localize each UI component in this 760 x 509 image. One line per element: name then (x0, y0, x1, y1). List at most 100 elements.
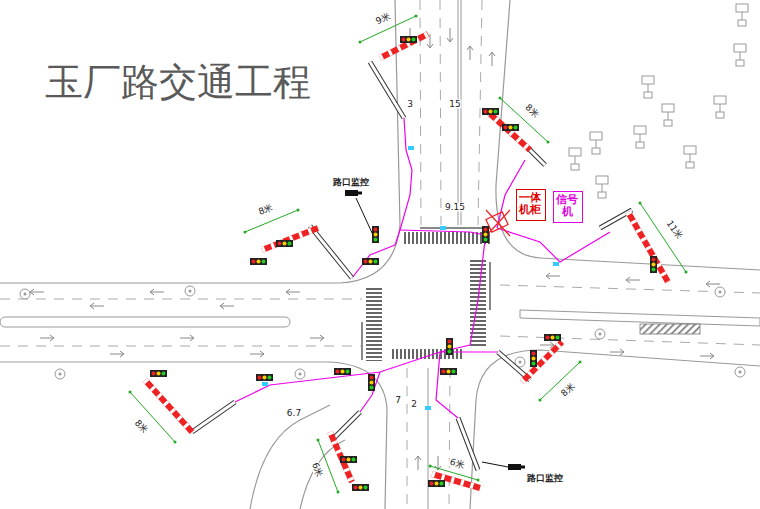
signal-pole (129, 391, 132, 394)
drawing-title: 玉厂路交通工程 (45, 62, 311, 104)
signal-pole (145, 380, 192, 432)
lane-arrow (310, 335, 324, 341)
lane-marking (489, 262, 491, 310)
road-edge (250, 405, 330, 509)
cable-joint (440, 226, 446, 230)
signal-pole (482, 108, 499, 115)
road-post (20, 286, 745, 379)
signal-pole (544, 334, 561, 341)
dimension-label: 8米 (523, 102, 541, 120)
signal-pole (628, 212, 668, 282)
lane-marking (0, 346, 362, 347)
signal-cable (360, 372, 380, 412)
signal-pole (579, 361, 582, 364)
lane-marking (449, 368, 450, 509)
signal-pole (540, 362, 580, 400)
pedestrian-signal (440, 368, 457, 375)
signal-pole (332, 412, 360, 440)
signal-pole (428, 480, 445, 487)
road-edge (0, 0, 400, 283)
controller-box: 信号机 (553, 191, 583, 223)
pedestrian-signal (334, 226, 489, 391)
pedestrian-signal (334, 368, 351, 375)
lane-marking (461, 0, 462, 225)
lane-marking (420, 0, 421, 225)
signal-pole (400, 36, 417, 43)
dimension-label: 9米 (374, 11, 393, 26)
signal-pole (539, 399, 542, 402)
signal-pole (488, 112, 530, 150)
lane-marking (428, 368, 429, 509)
road-post (735, 367, 745, 377)
signal-pole (628, 212, 668, 282)
signal-pole (129, 370, 274, 444)
signal-pole (547, 141, 550, 144)
dimension-label: 6米 (310, 461, 324, 480)
signal-cable (436, 352, 458, 418)
signal-pole (380, 34, 428, 58)
pedestrian-signal (368, 374, 375, 391)
hatched-zone (640, 324, 700, 334)
signal-pole (352, 484, 369, 491)
signal-pole (337, 491, 340, 494)
lane-marking (420, 227, 490, 229)
signal-pole (130, 392, 175, 442)
road-edge (0, 362, 387, 509)
tree-symbol (734, 44, 746, 66)
signal-pole (359, 41, 362, 44)
tree-symbol (736, 4, 748, 26)
signal-pole (317, 412, 370, 494)
tree-symbol (596, 176, 608, 198)
road-post (295, 369, 305, 379)
dimension-label: 3 (406, 100, 414, 109)
signal-pole (500, 98, 548, 142)
signal-pole (317, 439, 320, 442)
lane-marking (440, 0, 441, 225)
cable-joint (262, 146, 559, 410)
dimension-label: 7 (394, 396, 402, 405)
lane-arrow (150, 289, 164, 295)
cabinet-box: 一体机柜 (516, 189, 546, 221)
dimension-label: 8米 (257, 203, 276, 218)
road-post (595, 329, 605, 339)
lane-arrow (626, 277, 640, 283)
road-post (20, 289, 30, 299)
cabinet-mark (486, 210, 510, 236)
lane-marking (0, 299, 362, 300)
lane-marking (500, 336, 760, 345)
lane-arrow (180, 335, 194, 341)
camera-label: 路口监控 (332, 178, 370, 187)
signal-pole (477, 479, 480, 482)
signal-pole (340, 456, 357, 463)
dimension-label: 15 (448, 100, 461, 109)
signal-pole (488, 112, 530, 150)
lane-marking (407, 368, 408, 509)
cable-joint (408, 146, 414, 150)
road-edge (496, 0, 760, 270)
tree-symbol (684, 146, 696, 168)
lane-arrow (546, 273, 560, 279)
signal-pole (150, 370, 167, 377)
lane-arrow (447, 28, 453, 42)
signal-pole (244, 209, 353, 279)
lane-marking (458, 0, 459, 225)
signal-cable (497, 228, 610, 262)
monitor-camera (508, 464, 525, 470)
signal-pole (482, 97, 550, 166)
lane-arrow (540, 342, 554, 348)
signal-pole (640, 203, 686, 272)
signal-pole (429, 465, 432, 468)
signal-pole (498, 334, 582, 402)
signal-pole (174, 441, 177, 444)
signal-pole (428, 418, 480, 488)
signal-pole (370, 62, 404, 118)
crosswalk (366, 232, 490, 361)
tree-symbol (590, 132, 602, 154)
signal-pole (380, 34, 428, 58)
road-post (715, 287, 725, 297)
cable-joint (553, 262, 559, 266)
signal-cable (235, 352, 440, 402)
dimension-label: 9.15 (444, 203, 466, 212)
